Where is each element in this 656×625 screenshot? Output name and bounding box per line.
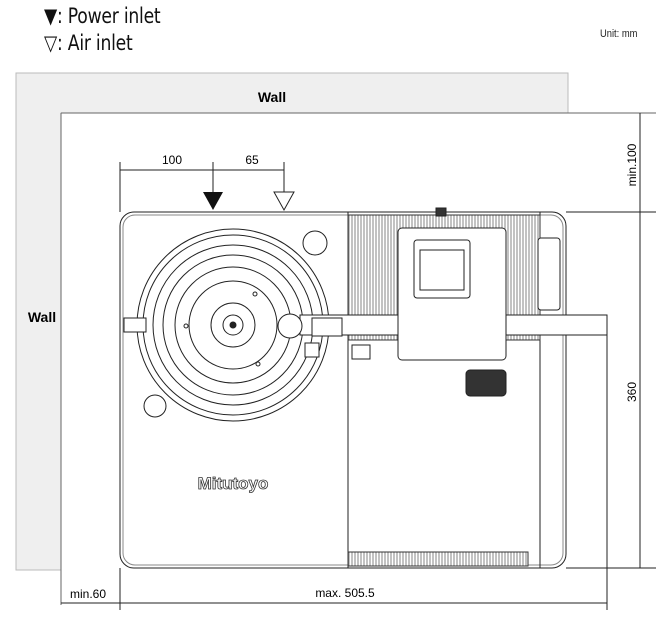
dim-min-top: min.100 [625, 143, 639, 186]
dim-max-width: max. 505.5 [315, 586, 375, 600]
top-dimensions [119, 162, 285, 212]
device-base [119, 211, 567, 569]
legend-power-inlet: ▼: Power inlet [44, 4, 161, 28]
bottom-dimensions [61, 335, 608, 610]
dim-air-offset: 65 [245, 153, 259, 167]
air-inlet-marker [273, 191, 295, 212]
unit-label: Unit: mm [600, 28, 638, 40]
power-inlet-marker [203, 192, 223, 210]
dim-depth: 360 [625, 382, 639, 402]
brand-logo: Mitutoyo [198, 474, 269, 493]
wall-left-label: Wall [28, 309, 56, 325]
adjust-knob [465, 369, 507, 397]
dim-min-left: min.60 [70, 587, 106, 601]
right-dimensions [566, 113, 656, 569]
legend-air-inlet: ▽: Air inlet [44, 31, 133, 55]
device [119, 207, 608, 569]
wall-top-label: Wall [258, 89, 286, 105]
measuring-head [397, 227, 507, 361]
dim-power-offset: 100 [162, 153, 182, 167]
